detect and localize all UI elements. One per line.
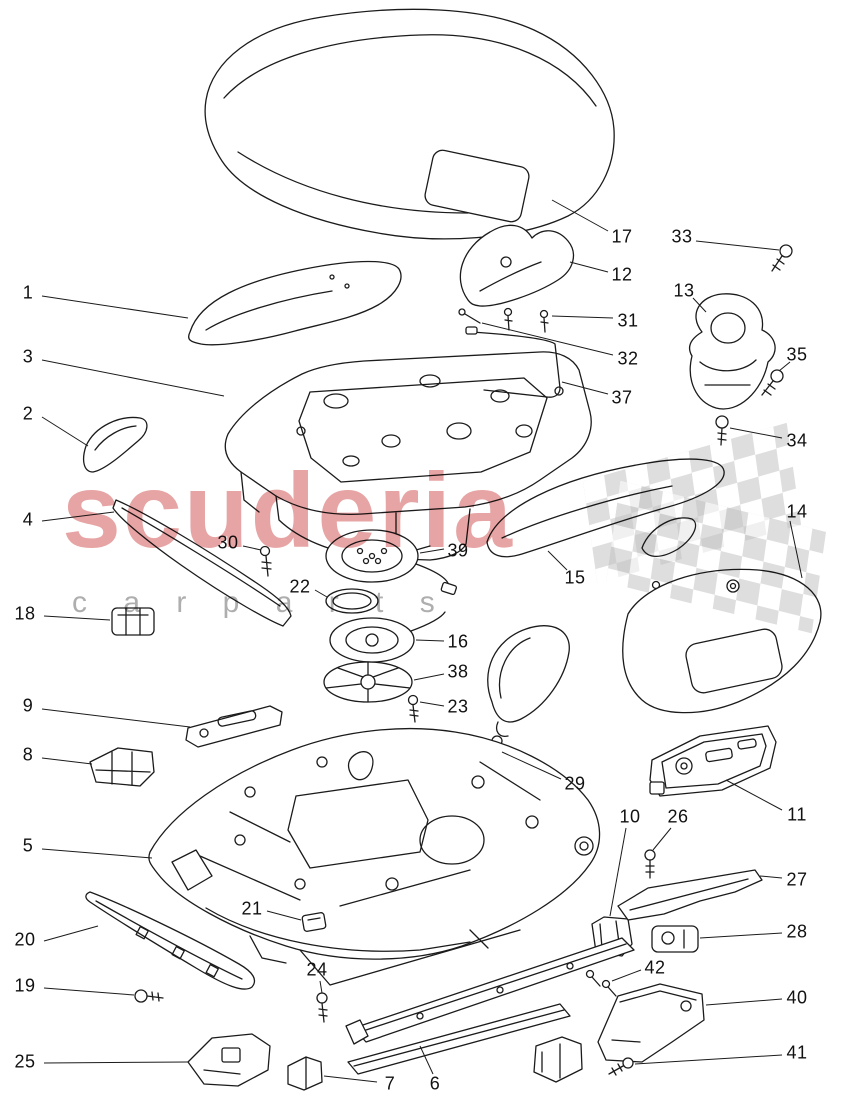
leader-line-26 (652, 827, 672, 851)
leader-line-25 (43, 1061, 189, 1064)
leader-line-14 (789, 520, 803, 579)
leader-line-19 (43, 987, 135, 996)
trim-cap-art (82, 416, 148, 473)
cap-7-art (287, 1056, 323, 1091)
leader-line-31 (551, 315, 614, 319)
screws-42-art (585, 969, 617, 997)
leader-line-29 (501, 751, 562, 780)
leader-line-8 (41, 757, 93, 765)
leader-line-22 (314, 589, 328, 598)
leader-line-20 (43, 925, 99, 942)
leader-line-38 (413, 673, 445, 681)
leader-line-9 (41, 708, 191, 728)
impeller-art (323, 661, 413, 703)
leader-line-39 (419, 548, 445, 554)
leader-line-32 (481, 322, 614, 356)
seat-frame-art (148, 727, 601, 986)
leader-line-35 (778, 361, 791, 372)
trim-rail-left-art (112, 499, 292, 627)
bracket-8-art (89, 747, 155, 787)
screw-35-art (761, 369, 784, 396)
seat-pan-art (224, 351, 592, 561)
leader-line-17 (551, 199, 609, 232)
leader-line-28 (699, 932, 783, 939)
leader-line-4 (41, 511, 115, 522)
clip-21-art (301, 912, 327, 932)
pin-32-art (458, 308, 481, 324)
screw-23-art (407, 694, 419, 723)
screw-33-art (771, 244, 793, 272)
plate-28-art (651, 925, 699, 953)
backrest-cushion-art (204, 8, 615, 240)
screw-41-art (608, 1057, 634, 1076)
bracket-40-art (533, 983, 705, 1083)
leader-line-42 (611, 969, 642, 982)
leader-line-11 (725, 779, 783, 811)
bracket-12-art (459, 224, 575, 307)
leader-line-21 (266, 910, 302, 921)
leader-line-10 (609, 827, 627, 917)
screw-26-art (644, 849, 656, 879)
leader-line-30 (242, 545, 262, 551)
leader-line-15 (547, 550, 568, 571)
leader-line-12 (569, 261, 609, 273)
leader-line-18 (43, 615, 111, 621)
leader-line-37 (561, 381, 609, 395)
clip-18-art (111, 607, 155, 636)
switch-11-art (649, 725, 777, 797)
leader-line-41 (634, 1054, 783, 1065)
leader-line-16 (415, 639, 445, 642)
seat-rails-art (345, 937, 635, 1075)
side-pad-art (487, 625, 570, 737)
cable-37-art (465, 326, 561, 398)
bracket-25-art (187, 1033, 271, 1087)
leader-line-33 (695, 240, 780, 251)
leader-line-13 (692, 297, 707, 313)
bracket-9-art (185, 705, 283, 748)
screw-30-art (259, 545, 272, 577)
trim-rail-bottom-art (85, 891, 256, 990)
seal-ring-art (325, 588, 379, 614)
leader-line-40 (705, 998, 783, 1006)
leader-line-6 (419, 1045, 434, 1075)
leader-line-23 (419, 701, 445, 707)
recliner-13-art (688, 293, 776, 410)
leader-line-34 (729, 427, 783, 439)
leader-line-3 (41, 359, 225, 397)
leader-line-1 (41, 295, 189, 319)
leader-line-7 (323, 1075, 378, 1083)
left-bolster-art (187, 260, 402, 346)
fan-motor-art (329, 611, 446, 663)
leader-line-24 (319, 980, 323, 994)
leader-line-2 (41, 416, 89, 447)
leader-line-5 (41, 848, 153, 859)
leader-line-27 (759, 875, 783, 879)
screw-19-art (134, 989, 164, 1003)
blower-fan-art (325, 529, 458, 596)
bracket-27-art (617, 869, 763, 921)
screws-31-art (503, 307, 549, 333)
